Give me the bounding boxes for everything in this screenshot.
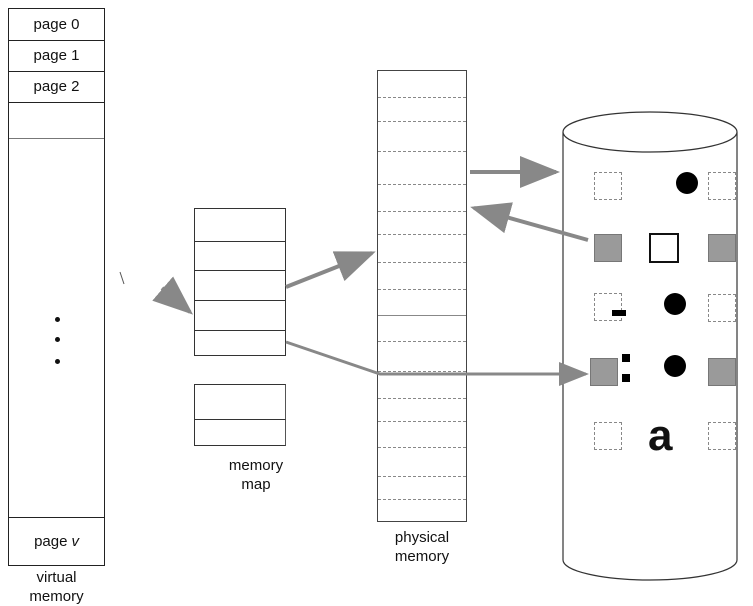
virtual-page-2: page 2 (9, 71, 104, 103)
memory-map-entry (195, 209, 285, 242)
physical-frame (378, 184, 466, 185)
memory-map-entry-extra (194, 384, 286, 420)
arrow-virtual-to-map (152, 276, 194, 315)
virtual-page-empty (9, 102, 104, 139)
memory-map-entry (195, 270, 285, 301)
memory-map-label-line1: memory (228, 457, 284, 474)
disk-block (708, 172, 736, 200)
virtual-page-0: page 0 (9, 9, 104, 41)
physical-frame (378, 315, 466, 316)
physical-frame (378, 234, 466, 235)
physical-memory-label: physical memory (362, 528, 482, 566)
virtual-memory-column: page 0 page 1 page 2 page v (8, 8, 105, 566)
physical-frame (378, 371, 466, 372)
disk-block-shaded (590, 358, 618, 386)
disk-block-filled-dot (664, 355, 686, 377)
ellipsis-dot (55, 337, 60, 342)
physical-frame (378, 341, 466, 342)
disk-block-filled-dot (676, 172, 698, 194)
physical-frame (378, 262, 466, 263)
ellipsis-dot (55, 359, 60, 364)
virtual-page-v: page v (9, 517, 104, 565)
disk-block-filled-dot (664, 293, 686, 315)
disk-glyph-colon-bottom (622, 374, 630, 382)
virtual-page-v-var: v (71, 533, 79, 550)
physical-frame (378, 421, 466, 422)
memory-map-table (194, 208, 286, 356)
physical-frame (378, 151, 466, 152)
disk-block (594, 422, 622, 450)
physical-frame (378, 289, 466, 290)
disk-glyph-a: a (648, 411, 673, 460)
virtual-memory-label: virtual memory (8, 568, 105, 606)
memory-map-label-line2: map (241, 476, 271, 493)
ellipsis-dot (55, 317, 60, 322)
disk-block (594, 293, 622, 321)
physical-frame (378, 447, 466, 448)
disk-block (708, 422, 736, 450)
physical-frame (378, 211, 466, 212)
physical-frame (378, 476, 466, 477)
memory-map-entry-extra (194, 420, 286, 446)
physical-frame (378, 398, 466, 399)
disk-block-shaded (594, 234, 622, 262)
memory-map-label: memory map (194, 456, 318, 494)
disk-block-shaded (708, 234, 736, 262)
physical-frame (378, 121, 466, 122)
physical-memory-label-line2: memory (394, 548, 450, 565)
disk-block (708, 294, 736, 322)
disk-block-selected (649, 233, 679, 263)
physical-frame (378, 97, 466, 98)
memory-map-entry (195, 300, 285, 331)
virtual-memory-label-line2: memory (29, 588, 84, 605)
physical-memory-column (377, 70, 467, 522)
virtual-memory-label-line1: virtual (36, 569, 77, 586)
virtual-page-v-prefix: page (34, 533, 68, 550)
disk-glyph-dash (612, 310, 626, 316)
disk-block (594, 172, 622, 200)
disk-glyph-colon-top (622, 354, 630, 362)
virtual-page-1: page 1 (9, 40, 104, 72)
physical-memory-label-line1: physical (394, 529, 450, 546)
memory-map-entry (195, 241, 285, 271)
physical-frame (378, 499, 466, 500)
disk-block-shaded (708, 358, 736, 386)
arrow-map-to-physical (285, 251, 376, 289)
